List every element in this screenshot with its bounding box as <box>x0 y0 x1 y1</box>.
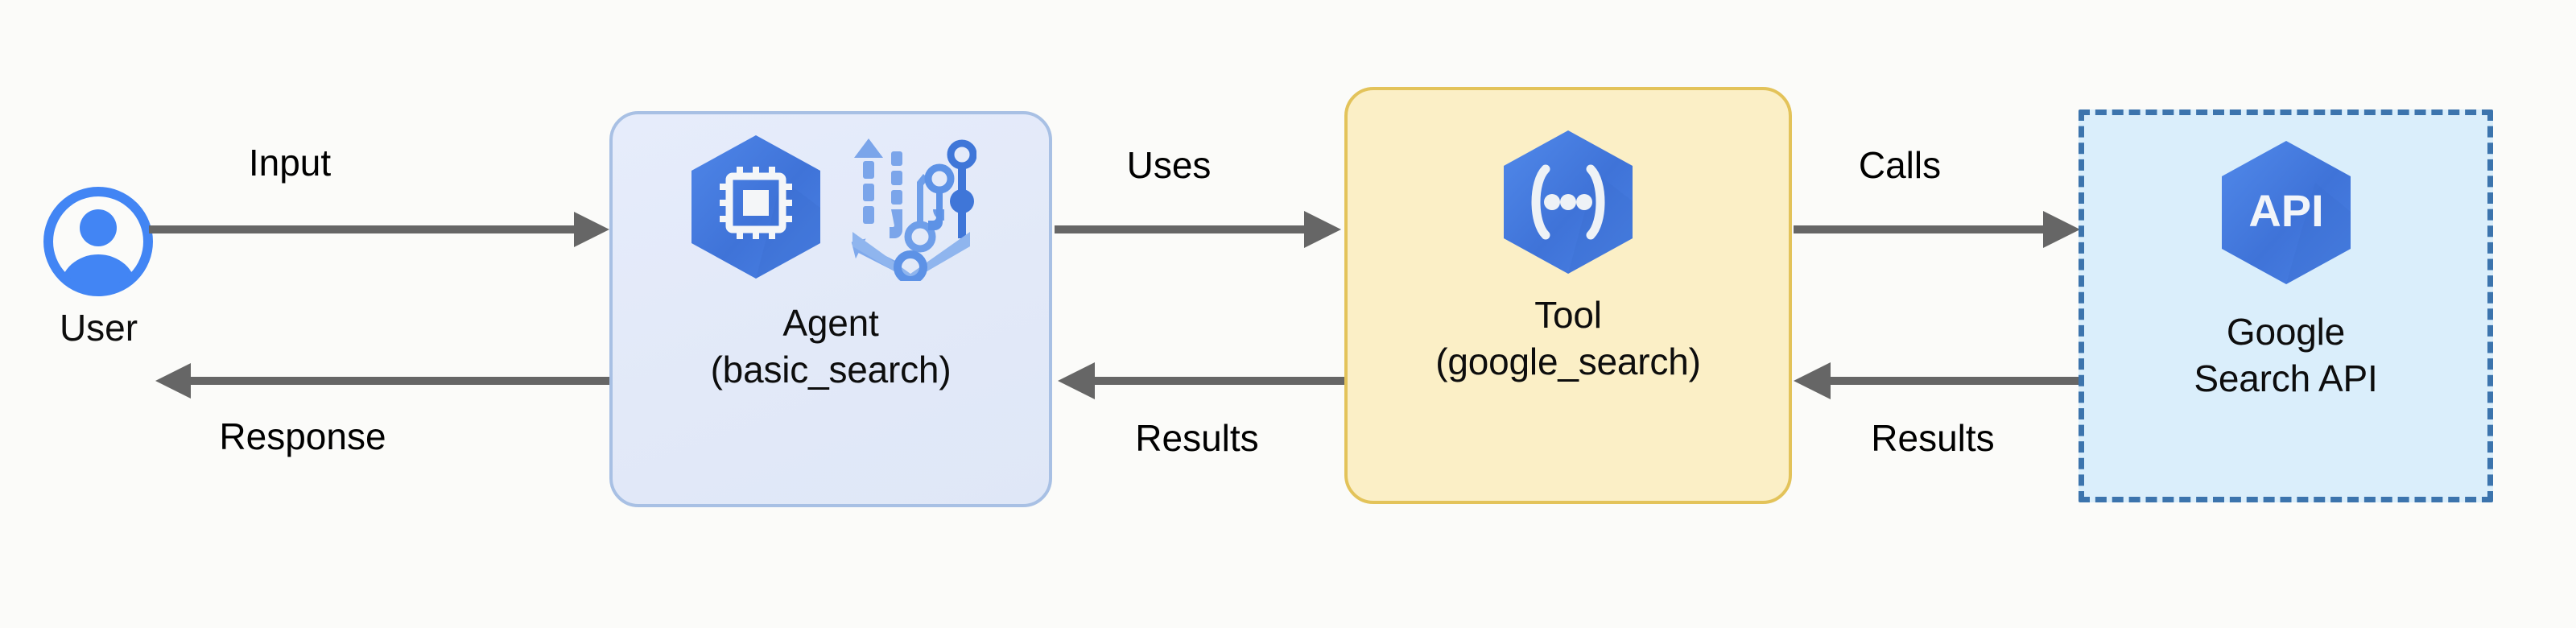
node-api-label-line2: Search API <box>2194 357 2378 399</box>
edge-label-uses: Uses <box>1126 144 1212 186</box>
node-google-search-api[interactable]: API Google Search API <box>2079 109 2493 502</box>
edge-label-input: Input <box>248 142 332 184</box>
node-api-label-line1: Google <box>2226 311 2346 353</box>
api-icon-row: API <box>2084 138 2487 291</box>
node-agent-label-line1: Agent <box>782 302 879 344</box>
node-tool-label-line1: Tool <box>1534 294 1602 336</box>
api-hexagon-text: API <box>2248 185 2323 236</box>
node-tool-label-line2: (google_search) <box>1435 341 1701 382</box>
edge-label-calls: Calls <box>1858 144 1942 186</box>
node-user-label: User <box>59 307 138 349</box>
arrow-agent-to-user <box>149 363 616 399</box>
node-agent[interactable]: Agent (basic_search) <box>609 111 1052 507</box>
agent-icon-row <box>613 132 1049 285</box>
arrow-tool-to-agent <box>1055 362 1344 399</box>
api-hexagon-icon: API <box>2214 136 2359 293</box>
arrow-api-to-tool <box>1790 362 2082 399</box>
code-braces-hexagon-icon <box>1496 127 1641 281</box>
workflow-pipeline-icon <box>848 132 977 285</box>
arrow-user-to-agent <box>149 212 616 247</box>
user-avatar-icon <box>42 185 155 298</box>
tool-icon-row <box>1348 129 1789 279</box>
edge-label-response: Response <box>219 415 386 457</box>
cpu-hexagon-icon <box>685 130 827 287</box>
edge-label-results-api: Results <box>1871 417 1995 459</box>
node-user[interactable]: User <box>24 185 177 419</box>
arrow-agent-to-tool <box>1055 211 1344 248</box>
node-agent-label-line2: (basic_search) <box>710 349 952 390</box>
edge-label-results-tool: Results <box>1135 417 1259 459</box>
node-tool[interactable]: Tool (google_search) <box>1344 87 1792 504</box>
arrow-tool-to-api <box>1794 211 2083 248</box>
